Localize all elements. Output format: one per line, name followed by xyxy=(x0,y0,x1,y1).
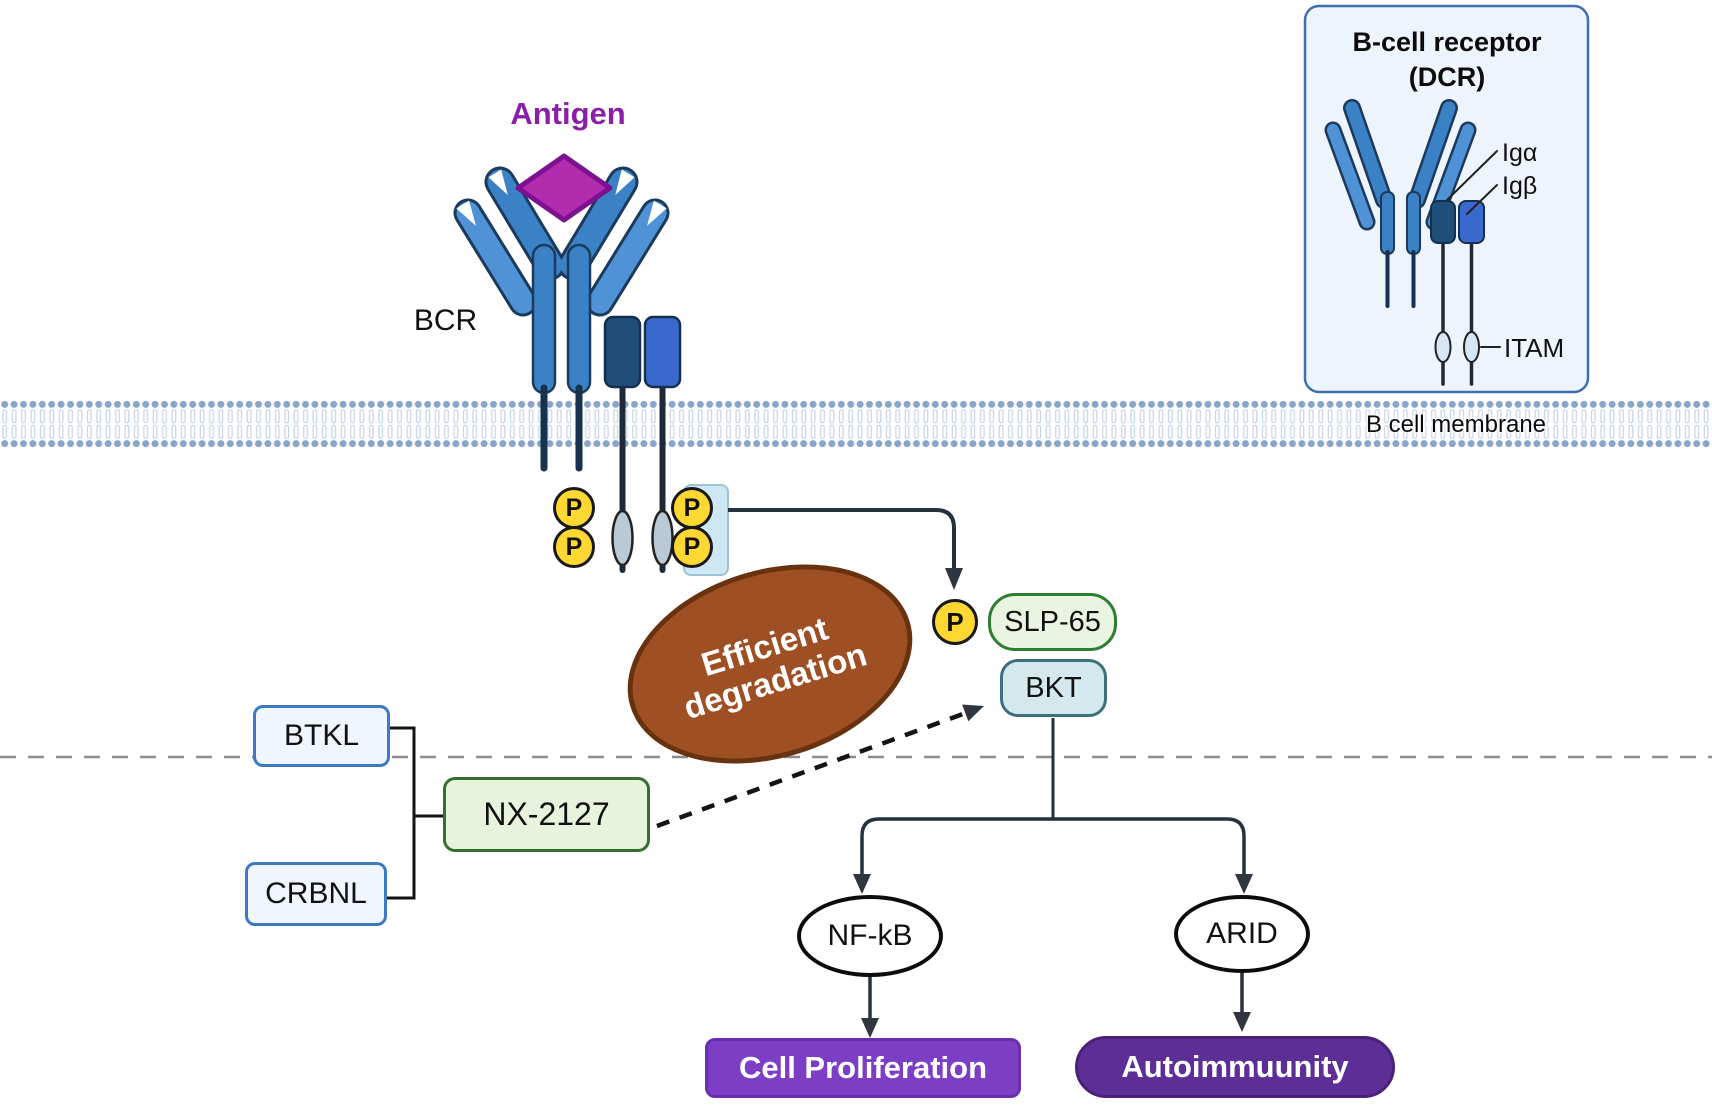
node-cell-proliferation: Cell Proliferation xyxy=(705,1038,1021,1098)
node-btkl: BTKL xyxy=(253,705,390,767)
complex-bracket xyxy=(387,726,443,900)
inset-ig-alpha-rect xyxy=(1430,200,1456,244)
phosphate-badge: P xyxy=(671,487,713,529)
node-autoimmunity: Autoimmuunity xyxy=(1075,1036,1395,1098)
antigen-diamond xyxy=(515,153,613,223)
ig-alpha-rect xyxy=(603,315,642,389)
ig-beta-label: Igβ xyxy=(1502,171,1538,200)
inset-title: B-cell receptor (DCR) xyxy=(1312,22,1582,98)
ig-beta-rect xyxy=(643,315,682,389)
node-arid: ARID xyxy=(1174,895,1310,973)
degradation-arrow xyxy=(656,704,984,829)
antigen-label: Antigen xyxy=(510,96,626,131)
itam-motif xyxy=(611,509,634,567)
itam-motif xyxy=(651,509,674,567)
bcr-label: BCR xyxy=(413,304,478,337)
phosphate-badge: P xyxy=(671,526,713,568)
itam-label: ITAM xyxy=(1504,332,1565,363)
inset-ig-beta-rect xyxy=(1458,200,1485,244)
node-bkt: BKT xyxy=(1000,659,1107,717)
inset-title-line2: (DCR) xyxy=(1408,62,1486,92)
node-crbnl: CRBNL xyxy=(245,862,387,926)
node-slp65: SLP-65 xyxy=(988,593,1117,651)
inset-title-line1: B-cell receptor xyxy=(1352,26,1542,57)
inset-bcr-antibody xyxy=(1324,99,1501,386)
inset-itam-motif xyxy=(1434,331,1452,363)
cell-membrane xyxy=(0,400,1712,448)
membrane-label: B cell membrane xyxy=(1365,411,1547,438)
inset-callout-lines xyxy=(1446,150,1501,348)
signal-arrow xyxy=(728,508,963,590)
bcr-antibody xyxy=(453,166,670,472)
bkt-branch-arrows xyxy=(853,718,1253,1038)
antibody-fork-notches xyxy=(456,169,667,226)
node-nx-2127: NX-2127 xyxy=(443,777,650,852)
node-nfkb: NF-kB xyxy=(797,895,943,977)
phosphate-badge-slp65: P xyxy=(932,599,978,645)
inset-itam-motif xyxy=(1463,331,1480,363)
phosphate-badge: P xyxy=(553,526,595,568)
ig-alpha-label: Igα xyxy=(1502,138,1538,167)
phosphate-badge: P xyxy=(553,487,595,529)
ig-alpha-beta-units xyxy=(603,315,682,573)
